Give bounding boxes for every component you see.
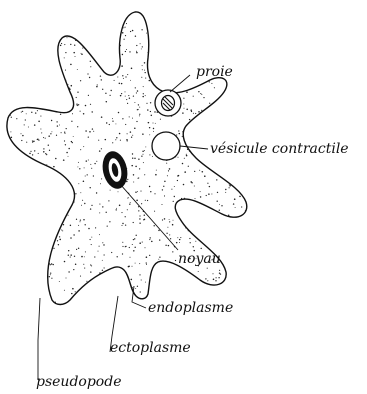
leader-endoplasme (132, 286, 146, 308)
label-vesicule-contractile: vésicule contractile (210, 141, 349, 157)
label-endoplasme: endoplasme (148, 300, 233, 316)
label-noyau: noyau (178, 251, 221, 267)
leader-pseudopode (38, 298, 40, 380)
contractile-vesicle (152, 132, 180, 160)
label-ectoplasme: ectoplasme (110, 340, 191, 356)
prey-vacuole (155, 90, 181, 116)
leader-proie (170, 75, 190, 92)
label-pseudopode: pseudopode (36, 374, 121, 390)
label-proie: proie (196, 64, 233, 80)
nucleus (99, 149, 130, 191)
leader-noyau (120, 184, 178, 250)
leader-vesicule (180, 146, 208, 149)
